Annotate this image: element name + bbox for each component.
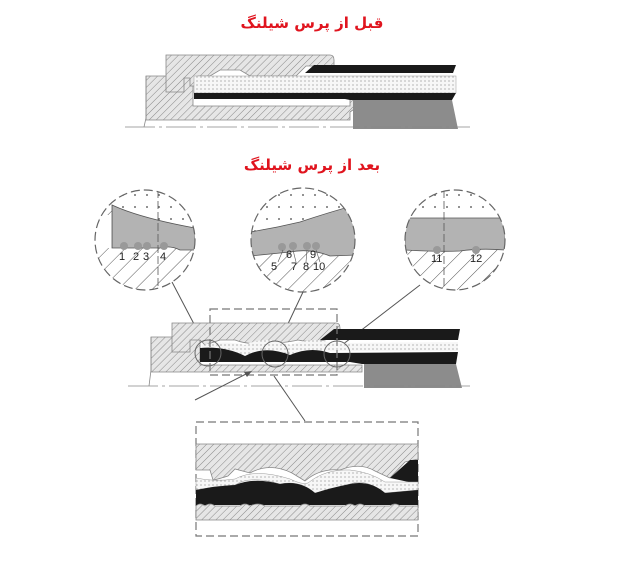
label-3: 3 (143, 251, 149, 263)
label-10: 10 (313, 261, 325, 273)
label-7: 7 (291, 261, 297, 273)
detail-circle-1: 1 2 3 4 (94, 189, 196, 291)
after-crimp-section (128, 308, 470, 422)
title-after-crimping: بعد از پرس شیلنگ (243, 156, 381, 174)
label-9: 9 (310, 249, 316, 261)
label-4: 4 (160, 251, 166, 263)
label-5: 5 (271, 261, 277, 273)
title-before-crimping: قبل از پرس شیلنگ (240, 14, 384, 32)
enlarged-detail-box (195, 421, 419, 537)
label-6: 6 (286, 249, 292, 261)
label-11: 11 (431, 253, 442, 265)
label-12: 12 (470, 253, 482, 265)
detail-circle-2: 5 6 7 8 9 10 (250, 187, 356, 293)
label-8: 8 (303, 261, 309, 273)
detail-circle-3: 11 12 (404, 189, 506, 291)
before-crimp-section (125, 54, 470, 129)
label-1: 1 (119, 251, 125, 263)
label-2: 2 (133, 251, 139, 263)
